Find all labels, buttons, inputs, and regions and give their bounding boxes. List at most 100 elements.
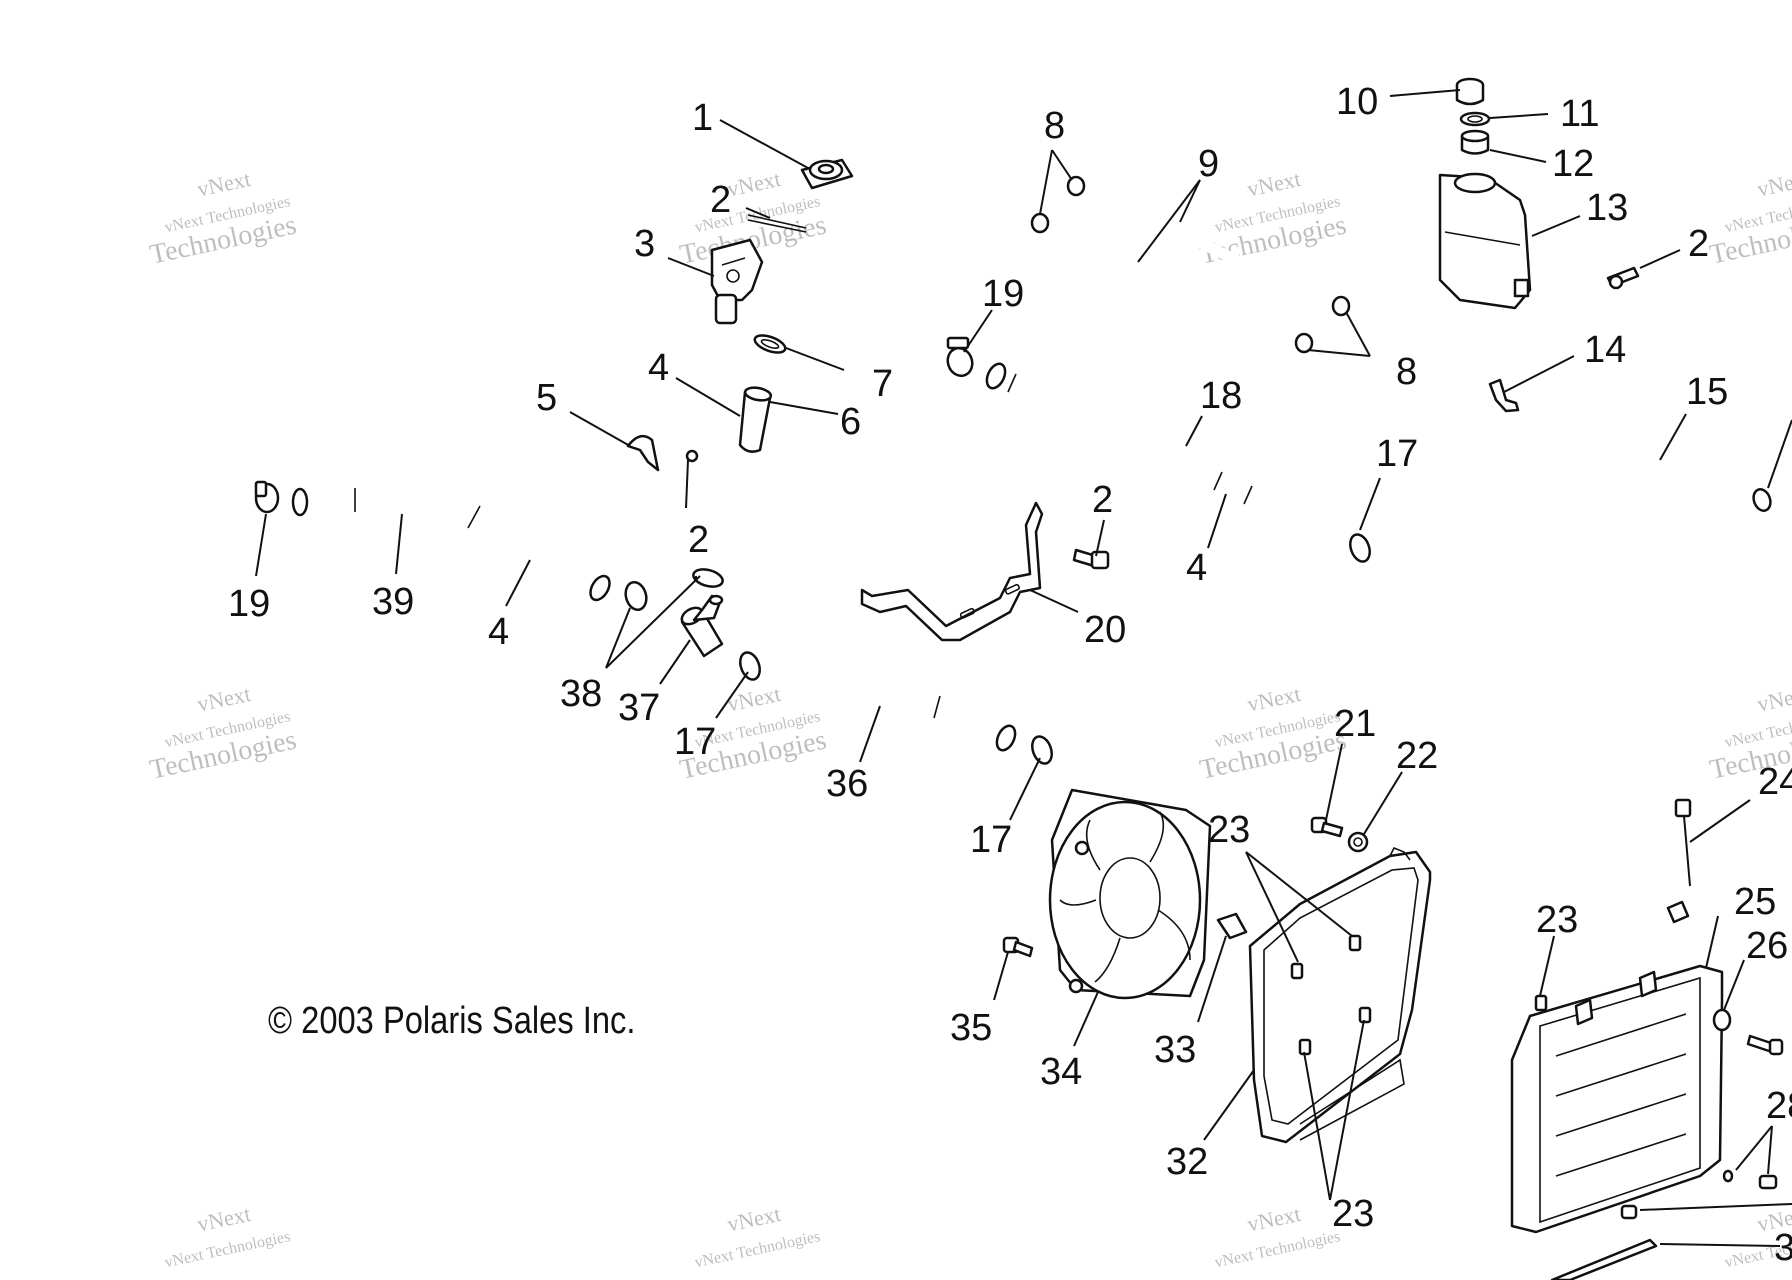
callout-11: 11 [1560, 93, 1599, 135]
clamp-part [739, 651, 761, 681]
callout-23: 23 [1332, 1193, 1374, 1235]
watermark-line1: vNext [725, 166, 783, 202]
callout-9: 9 [1198, 143, 1219, 185]
clamp-part [1349, 533, 1371, 563]
watermark-line1: vNext [1245, 681, 1303, 717]
watermark-line1: vNext [1245, 1201, 1303, 1237]
tube-pair-part [1058, 189, 1316, 338]
callout-10: 10 [1336, 81, 1378, 123]
left-hose-part [288, 484, 612, 602]
clamp-part [1752, 488, 1772, 512]
fitting-part [1488, 378, 1520, 413]
callout-2: 2 [1688, 223, 1709, 265]
screw-part [747, 214, 807, 233]
callout-33: 33 [1154, 1029, 1196, 1071]
watermark-line2: vNext Technologies [163, 1228, 292, 1271]
callout-8: 8 [1396, 351, 1417, 393]
grommet-part [1712, 1008, 1732, 1032]
callout-34: 34 [1040, 1051, 1082, 1093]
screw-part [1606, 266, 1640, 290]
watermark: vNext vNext Technologies [693, 1201, 822, 1271]
coolant-reservoir-part [1438, 77, 1532, 310]
long-hose-part [985, 362, 1313, 531]
callout-25: 25 [1734, 881, 1776, 923]
watermark: vNext vNext Technologies Technologies [677, 166, 829, 271]
callout-2: 2 [710, 179, 731, 221]
sensor-part [1666, 798, 1692, 924]
clamp-part [1031, 735, 1053, 765]
callout-39: 39 [372, 581, 414, 623]
callout-2: 2 [688, 519, 709, 561]
callout-5: 5 [536, 377, 557, 419]
watermark-line1: vNext [1245, 166, 1303, 202]
watermark-line1: vNext [1755, 166, 1792, 202]
copyright-notice: © 2003 Polaris Sales Inc. [268, 1000, 636, 1042]
bolt-part [1310, 816, 1344, 838]
callout-4: 4 [1186, 547, 1207, 589]
bracket-part [860, 501, 1044, 642]
bolt-part [1746, 1034, 1784, 1056]
callout-23: 23 [1208, 809, 1250, 851]
callout-36: 36 [826, 763, 868, 805]
hose-clamp-part [753, 334, 787, 354]
callout-37: 37 [618, 687, 660, 729]
clamp-part [254, 480, 280, 514]
callout-23: 23 [1536, 899, 1578, 941]
clamp-part [946, 336, 974, 378]
callout-13: 13 [1586, 187, 1628, 229]
callout-numbers: 1 2 3 4 5 6 7 8 9 8 10 11 12 13 2 14 15 … [228, 81, 1792, 1269]
watermark-line1: vNext [1755, 681, 1792, 717]
callout-26: 26 [1746, 925, 1788, 967]
callout-3: 3 [634, 223, 655, 265]
watermark-line2: vNext Technologies [693, 1228, 822, 1271]
watermark: vNext vNext Technologies Technologies [1197, 681, 1349, 786]
fan-shroud-part [1248, 846, 1432, 1144]
callout-14: 14 [1584, 329, 1626, 371]
fan-assembly-part [1048, 788, 1212, 1000]
callout-35: 35 [950, 1007, 992, 1049]
callout-7: 7 [872, 363, 893, 405]
watermark: vNext vNext Technologies [1213, 1201, 1342, 1271]
overflow-tube-part [1544, 424, 1722, 492]
callout-19: 19 [982, 273, 1024, 315]
callout-21: 21 [1334, 703, 1376, 745]
watermark-line1: vNext [195, 166, 253, 202]
watermark-line1: vNext [725, 681, 783, 717]
watermark-line1: vNext [195, 681, 253, 717]
callout-19: 19 [228, 583, 270, 625]
short-hose-part [738, 386, 773, 453]
callout-28: 28 [1766, 1085, 1792, 1127]
clip-part [1216, 912, 1248, 940]
mounting-bar-part [1550, 1238, 1658, 1280]
callout-4: 4 [488, 611, 509, 653]
watermark: vNext vNext Technologies Technologies [1707, 166, 1792, 271]
clip-part [626, 434, 660, 472]
callout-8: 8 [1044, 105, 1065, 147]
bolt-part [1072, 548, 1110, 570]
watermark: vNext vNext Technologies [163, 1201, 292, 1271]
callout-3: 3 [1774, 1227, 1792, 1269]
watermark-line1: vNext [195, 1201, 253, 1237]
watermark: vNext vNext Technologies Technologies [147, 166, 299, 271]
callout-4: 4 [648, 347, 669, 389]
callout-38: 38 [560, 673, 602, 715]
radiator-part [1510, 964, 1724, 1234]
watermark: vNext vNext Technologies Technologies [147, 681, 299, 786]
radiator-cap-part [800, 158, 854, 190]
leader-lines [255, 89, 1792, 1247]
fastener-part [1620, 1169, 1778, 1220]
tee-fitting-part [680, 594, 724, 658]
callout-20: 20 [1084, 609, 1126, 651]
hose-part [797, 639, 1017, 752]
small-screw-part [685, 449, 699, 463]
callout-32: 32 [1166, 1141, 1208, 1183]
callout-15: 15 [1686, 371, 1728, 413]
watermark-line2: vNext Technologies [1213, 1228, 1342, 1271]
callout-18: 18 [1200, 375, 1242, 417]
thermostat-housing-part [710, 238, 764, 325]
callout-24: 24 [1758, 761, 1792, 803]
callout-6: 6 [840, 401, 861, 443]
bolt-part [1002, 936, 1034, 958]
callout-22: 22 [1396, 735, 1438, 777]
callout-12: 12 [1552, 143, 1594, 185]
